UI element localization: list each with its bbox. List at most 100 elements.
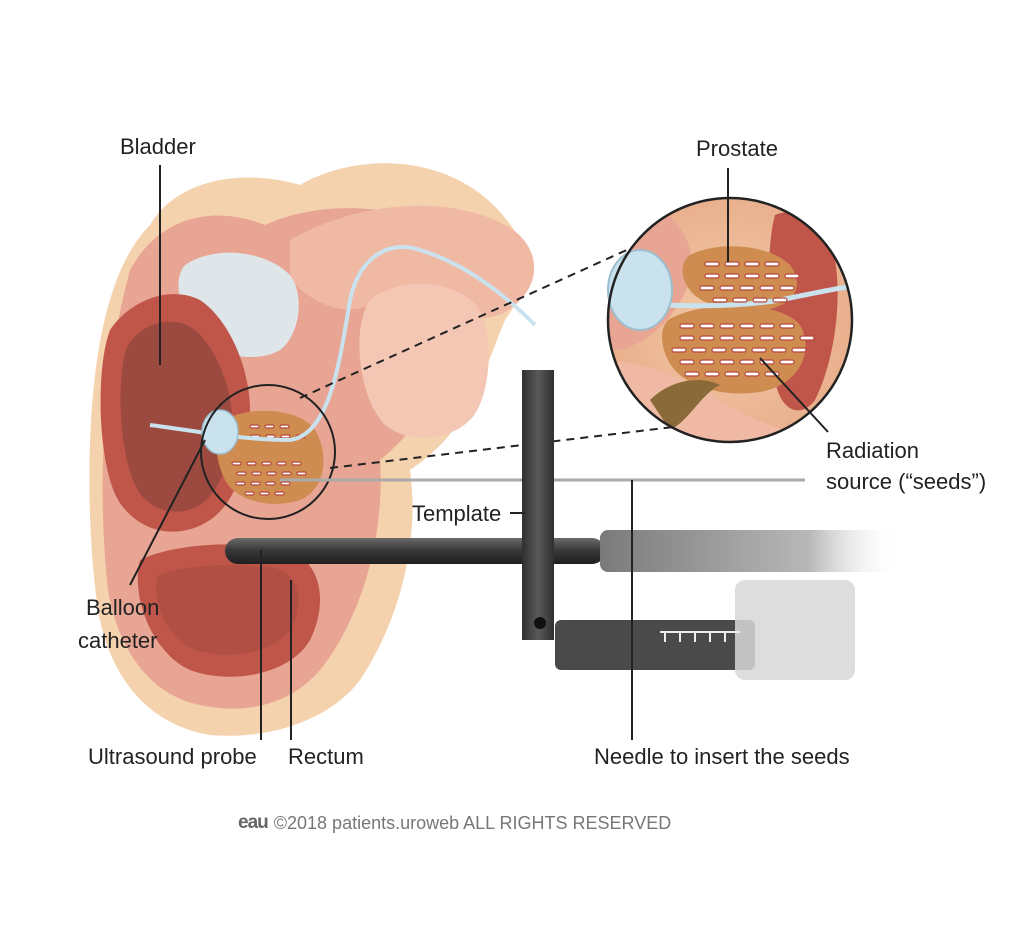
stepper-housing — [735, 580, 855, 680]
leader-lines — [129, 165, 829, 740]
small-seed — [246, 461, 257, 466]
small-seed — [266, 471, 277, 476]
zoom-seed — [752, 297, 768, 303]
zoom-seed — [719, 323, 735, 329]
zoom-seed — [751, 347, 767, 353]
label-balloon-line2: catheter — [78, 628, 158, 653]
small-seed — [250, 481, 261, 486]
zoom-seed — [784, 273, 800, 279]
zoom-seed — [739, 335, 755, 341]
zoom-seed — [724, 261, 740, 267]
zoom-seed — [759, 285, 775, 291]
zoom-seed — [744, 273, 760, 279]
zoom-seed — [719, 335, 735, 341]
zoom-seed — [799, 335, 815, 341]
zoom-seed — [779, 323, 795, 329]
leader-radiation — [759, 357, 829, 433]
label-needle: Needle to insert the seeds — [594, 744, 850, 769]
zoom-seed — [704, 371, 720, 377]
footer-copyright: ©2018 patients.uroweb ALL RIGHTS RESERVE… — [273, 812, 672, 833]
leader-balloon — [129, 439, 206, 586]
zoom-seed — [699, 323, 715, 329]
small-seed — [259, 491, 270, 496]
zoom-seed — [759, 323, 775, 329]
label-rectum: Rectum — [288, 744, 364, 769]
small-seed — [280, 434, 291, 439]
zoom-seed — [699, 335, 715, 341]
zoom-seed — [764, 273, 780, 279]
zoom-seed — [739, 285, 755, 291]
pubic-bone — [359, 283, 489, 438]
zoom-seed — [744, 371, 760, 377]
small-seed — [251, 471, 262, 476]
small-seed — [244, 491, 255, 496]
small-seed — [231, 461, 242, 466]
zoom-seed — [712, 297, 728, 303]
magnifier-circle-large — [606, 196, 854, 444]
small-seed — [280, 481, 291, 486]
stepper-unit — [555, 620, 755, 670]
zoom-seed — [679, 335, 695, 341]
probe-handle — [600, 530, 900, 572]
small-seed — [291, 461, 302, 466]
label-prostate: Prostate — [696, 136, 778, 161]
instruments — [225, 370, 900, 680]
zoom-seed — [732, 297, 748, 303]
zoom-seed — [711, 347, 727, 353]
zoom-seed — [791, 347, 807, 353]
balloon-small — [201, 409, 239, 455]
ultrasound-probe — [225, 538, 605, 564]
label-radiation-line1: Radiation — [826, 438, 919, 463]
zoom-seed — [684, 371, 700, 377]
zoom-seed — [779, 335, 795, 341]
zoom-seed — [719, 359, 735, 365]
zoom-seed — [679, 323, 695, 329]
footer: eau ©2018 patients.uroweb ALL RIGHTS RES… — [238, 812, 671, 834]
small-seed — [274, 491, 285, 496]
zoom-seed — [779, 285, 795, 291]
small-seed — [261, 461, 272, 466]
small-seed — [281, 471, 292, 476]
zoom-seed — [724, 371, 740, 377]
small-seed — [264, 424, 275, 429]
zoom-seed — [724, 273, 740, 279]
zoom-seed — [779, 359, 795, 365]
template-knob — [534, 617, 546, 629]
small-seed — [276, 461, 287, 466]
magnifier-circle-small — [200, 384, 336, 520]
small-seed — [279, 424, 290, 429]
zoom-seed — [759, 335, 775, 341]
rectum-interior — [156, 564, 299, 655]
zoom-seed — [679, 359, 695, 365]
zoom-line-upper — [299, 243, 641, 399]
small-seed — [236, 471, 247, 476]
eau-logo: eau — [238, 812, 269, 833]
label-bladder: Bladder — [120, 134, 196, 159]
zoom-seed — [671, 347, 687, 353]
zoom-seed — [772, 297, 788, 303]
zoom-seed — [739, 323, 755, 329]
zoom-seed — [731, 347, 747, 353]
small-seed — [249, 424, 260, 429]
catheter-tube — [149, 245, 537, 443]
label-radiation-line2: source (“seeds”) — [826, 469, 987, 494]
small-seed — [296, 471, 307, 476]
zoom-seed — [699, 285, 715, 291]
zoom-rectum — [650, 380, 720, 430]
zoom-seed — [704, 273, 720, 279]
zoom-line-lower — [329, 424, 691, 469]
small-seed-group — [231, 424, 307, 496]
zoom-inset — [606, 196, 854, 444]
stepper-scale — [660, 631, 740, 642]
balloon-zoom — [607, 249, 673, 331]
label-template: Template — [412, 501, 502, 526]
zoom-seed — [739, 359, 755, 365]
small-seed — [265, 481, 276, 486]
zoom-seed — [704, 261, 720, 267]
bladder-interior — [120, 321, 232, 512]
small-seed — [235, 481, 246, 486]
zoom-seed — [771, 347, 787, 353]
body-cross-section — [89, 163, 537, 736]
zoom-seed — [764, 261, 780, 267]
